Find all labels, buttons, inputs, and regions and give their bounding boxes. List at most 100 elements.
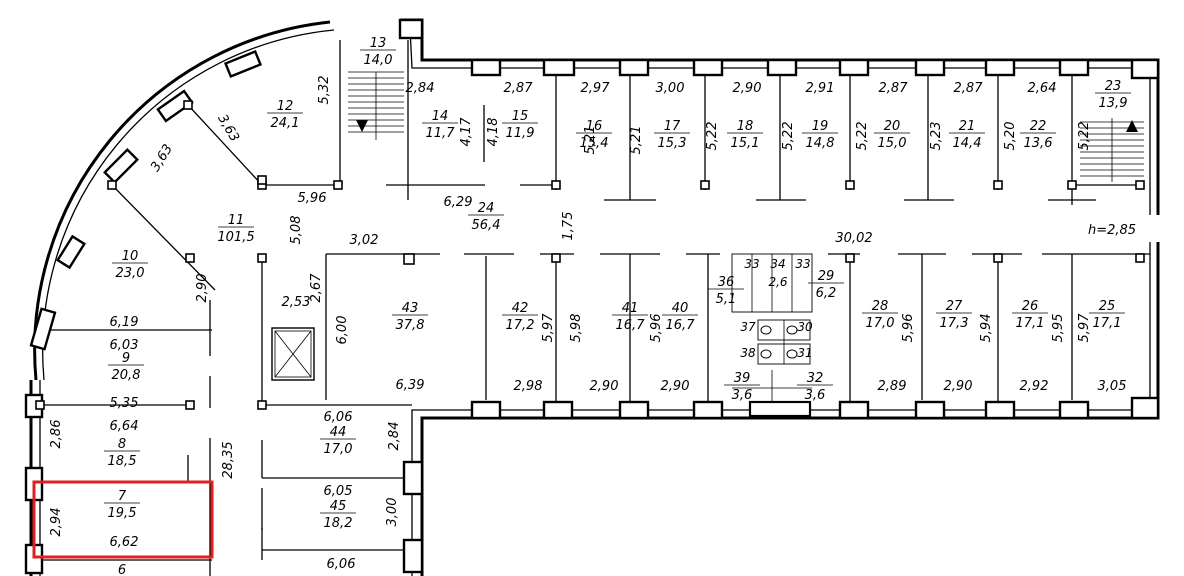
dimension-label: 3,63 bbox=[214, 112, 241, 145]
room-area: 56,4 bbox=[472, 218, 501, 233]
room-number: 36 bbox=[718, 275, 735, 290]
room-number: 8 bbox=[118, 437, 126, 452]
elevator-shaft bbox=[271, 327, 315, 381]
dimension-label: 6,29 bbox=[444, 195, 473, 210]
stairs-right bbox=[1080, 118, 1144, 182]
fixture-label: 33 bbox=[795, 257, 810, 271]
room-area: 14,4 bbox=[953, 136, 982, 151]
room-11: 11 101,5 bbox=[217, 213, 254, 245]
room-area: 17,1 bbox=[1093, 316, 1122, 331]
dimension-label: 2,87 bbox=[879, 81, 909, 96]
room-number: 43 bbox=[402, 301, 419, 316]
dimension-label: 4,18 bbox=[486, 118, 501, 147]
dimension-label: 5,22 bbox=[781, 122, 796, 151]
room-area: 37,8 bbox=[396, 318, 425, 333]
room-area: 16,7 bbox=[666, 318, 696, 333]
room-7: 719,5 bbox=[104, 489, 140, 521]
dimension-label: 5,22 bbox=[1077, 122, 1092, 151]
dimension-label: 6,06 bbox=[327, 557, 356, 572]
dimension-label: 2,84 bbox=[387, 422, 402, 451]
room-area: 14,0 bbox=[364, 53, 393, 68]
dimension-label: 6,05 bbox=[324, 484, 353, 499]
dimension-label: 2,90 bbox=[733, 81, 762, 96]
room-area: 17,1 bbox=[1016, 316, 1045, 331]
dimension-label: 5,20 bbox=[1003, 122, 1018, 151]
room-number: 9 bbox=[122, 351, 130, 366]
dimension-label: 2,86 bbox=[49, 420, 64, 449]
room-area: 18,2 bbox=[324, 516, 353, 531]
dimension-label: 3,02 bbox=[350, 233, 379, 248]
room-area: 13,6 bbox=[1024, 136, 1053, 151]
dimension-label: 6,00 bbox=[335, 316, 350, 345]
dimension-label: 1,75 bbox=[561, 212, 576, 241]
room-25: 25 17,1 bbox=[1089, 299, 1125, 331]
room-number: 20 bbox=[884, 119, 901, 134]
dimension-label: 2,67 bbox=[309, 273, 324, 303]
dimension-label: 2,89 bbox=[878, 379, 907, 394]
fixture-label: 2,6 bbox=[768, 275, 787, 289]
room-area: 6,2 bbox=[816, 286, 837, 301]
room-number: 19 bbox=[812, 119, 829, 134]
room-area: 20,8 bbox=[112, 368, 141, 383]
room-number: 16 bbox=[586, 119, 603, 134]
dimension-label: 2,87 bbox=[504, 81, 534, 96]
fixture-label: 34 bbox=[770, 257, 785, 271]
highlight-room-7 bbox=[32, 480, 214, 559]
dimension-label: 2,90 bbox=[195, 274, 210, 303]
dimension-label: 5,22 bbox=[705, 122, 720, 151]
sanitary-block bbox=[731, 253, 813, 418]
room-29: 296,2 bbox=[808, 269, 844, 301]
dimension-label: 3,00 bbox=[656, 81, 685, 96]
room-number: 11 bbox=[228, 213, 245, 228]
room-36: 365,1 bbox=[708, 275, 744, 307]
ceiling-height-label: h=2,85 bbox=[1088, 223, 1136, 238]
dimension-label: 2,64 bbox=[1028, 81, 1057, 96]
dimension-label: 2,92 bbox=[1020, 379, 1049, 394]
dimension-label: 2,87 bbox=[954, 81, 984, 96]
room-6: 6 bbox=[118, 563, 126, 576]
dimension-label: 5,97 bbox=[1077, 313, 1092, 343]
fixture-label: 37 bbox=[740, 320, 756, 334]
dimension-label: 5,94 bbox=[979, 314, 994, 343]
dimension-label: 5,22 bbox=[855, 122, 870, 151]
dimension-label: 5,98 bbox=[569, 314, 584, 343]
dimension-label: 2,90 bbox=[661, 379, 690, 394]
dimension-label: 5,21 bbox=[583, 126, 598, 155]
fixture-label: 38 bbox=[740, 346, 756, 360]
room-number: 39 bbox=[734, 371, 751, 386]
room-number: 44 bbox=[330, 425, 347, 440]
room-number: 14 bbox=[432, 109, 449, 124]
room-area: 16,7 bbox=[616, 318, 646, 333]
stairs-left bbox=[348, 71, 404, 140]
room-number: 15 bbox=[512, 109, 529, 124]
room-area: 15,1 bbox=[731, 136, 760, 151]
room-area: 23,0 bbox=[116, 266, 145, 281]
room-32: 323,6 bbox=[797, 371, 833, 403]
room-number: 24 bbox=[478, 201, 495, 216]
room-24: 24 56,4 bbox=[468, 201, 504, 233]
room-9: 920,8 bbox=[108, 351, 144, 383]
room-number: 23 bbox=[1105, 79, 1122, 94]
room-number: 25 bbox=[1099, 299, 1116, 314]
room-area: 101,5 bbox=[217, 230, 254, 245]
dimension-label: 2,91 bbox=[806, 81, 835, 96]
dimension-label: 2,90 bbox=[590, 379, 619, 394]
